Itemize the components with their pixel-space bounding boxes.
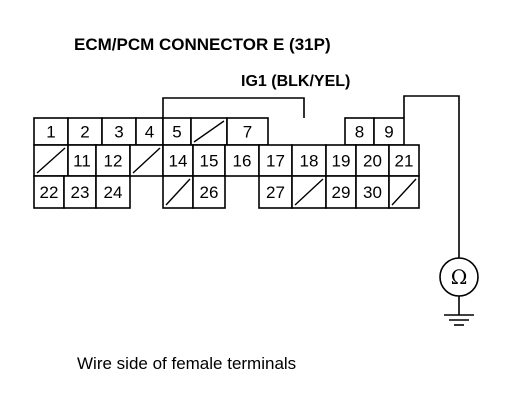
- ohm-symbol: Ω: [451, 265, 468, 289]
- empty-cavity: [129, 144, 164, 177]
- pin-cell-27: 27: [258, 175, 293, 209]
- pin-cell-4: 4: [135, 117, 164, 146]
- pin-cell-box: [192, 175, 226, 209]
- wire-label: IG1 (BLK/YEL): [241, 73, 350, 90]
- pin-cell-29: 29: [325, 175, 357, 209]
- pin-number: 5: [172, 123, 181, 142]
- pin-number: 9: [384, 123, 393, 142]
- empty-cavity-slash: [391, 178, 417, 206]
- pin-cell-11: 11: [67, 144, 97, 177]
- pin-number: 15: [200, 152, 219, 171]
- pin-cell-15: 15: [192, 144, 226, 177]
- test-wire: [403, 95, 460, 258]
- pin-cell-24: 24: [95, 175, 131, 209]
- pin-cell-1: 1: [33, 117, 69, 146]
- pin-cell-box: [373, 117, 405, 146]
- empty-cavity: [291, 175, 327, 209]
- empty-cavity: [388, 175, 420, 209]
- empty-cavity-slash: [193, 120, 225, 143]
- pin-cell-7: 7: [226, 117, 269, 146]
- ohmmeter-icon: Ω: [439, 257, 479, 297]
- pin-number: 26: [200, 183, 219, 202]
- pin-cell-18: 18: [291, 144, 327, 177]
- pin-cell-23: 23: [63, 175, 97, 209]
- pin-cell-17: 17: [258, 144, 293, 177]
- pin-cell-19: 19: [325, 144, 357, 177]
- pin-cell-14: 14: [162, 144, 194, 177]
- pin-cell-8: 8: [344, 117, 375, 146]
- pin-cell-20: 20: [355, 144, 390, 177]
- empty-cavity-slash: [165, 178, 191, 206]
- pin-cell-box: [325, 144, 357, 177]
- pin-cell-box: [33, 175, 65, 209]
- pin-cell-box: [258, 144, 293, 177]
- pin-cell-box: [192, 144, 226, 177]
- pin-number: 14: [169, 152, 188, 171]
- diagram-title: ECM/PCM CONNECTOR E (31P): [74, 35, 331, 54]
- pin-number: 16: [233, 152, 252, 171]
- pin-number: 20: [363, 152, 382, 171]
- connector-lock-tab: [162, 97, 305, 118]
- empty-cavity-slash: [132, 147, 161, 174]
- pin-number: 8: [355, 123, 364, 142]
- pin-cell-box: [388, 144, 420, 177]
- empty-cavity: [162, 175, 194, 209]
- pin-number: 19: [332, 152, 351, 171]
- pin-cell-box: [63, 175, 97, 209]
- pin-cell-12: 12: [95, 144, 131, 177]
- pin-number: 29: [332, 183, 351, 202]
- pin-cell-9: 9: [373, 117, 405, 146]
- pin-cell-box: [162, 144, 194, 177]
- diagram-caption: Wire side of female terminals: [77, 354, 296, 373]
- pin-number: 12: [104, 152, 123, 171]
- pin-number: 23: [71, 183, 90, 202]
- pin-cell-2: 2: [67, 117, 103, 146]
- pin-cell-3: 3: [101, 117, 137, 146]
- pin-number: 2: [80, 123, 89, 142]
- pin-cell-box: [33, 117, 69, 146]
- pin-number: 24: [104, 183, 123, 202]
- pin-number: 1: [46, 123, 55, 142]
- pin-number: 17: [266, 152, 285, 171]
- empty-cavity: [33, 144, 69, 177]
- pin-number: 7: [243, 123, 252, 142]
- pin-cell-30: 30: [355, 175, 390, 209]
- pin-number: 18: [300, 152, 319, 171]
- pin-cell-22: 22: [33, 175, 65, 209]
- empty-cavity: [190, 117, 228, 146]
- pin-cell-box: [258, 175, 293, 209]
- pin-number: 22: [40, 183, 59, 202]
- pin-cell-box: [224, 144, 260, 177]
- pin-number: 27: [266, 183, 285, 202]
- pin-cell-26: 26: [192, 175, 226, 209]
- empty-cavity-slash: [294, 178, 324, 206]
- pin-number: 3: [114, 123, 123, 142]
- pin-number: 30: [363, 183, 382, 202]
- pin-cell-16: 16: [224, 144, 260, 177]
- ground-icon: [444, 296, 474, 326]
- pin-number: 4: [145, 123, 154, 142]
- pin-cell-21: 21: [388, 144, 420, 177]
- pin-number: 11: [73, 152, 91, 171]
- pin-number: 21: [395, 152, 414, 171]
- pin-cell-5: 5: [162, 117, 192, 146]
- empty-cavity-slash: [36, 147, 66, 174]
- pin-cell-box: [95, 175, 131, 209]
